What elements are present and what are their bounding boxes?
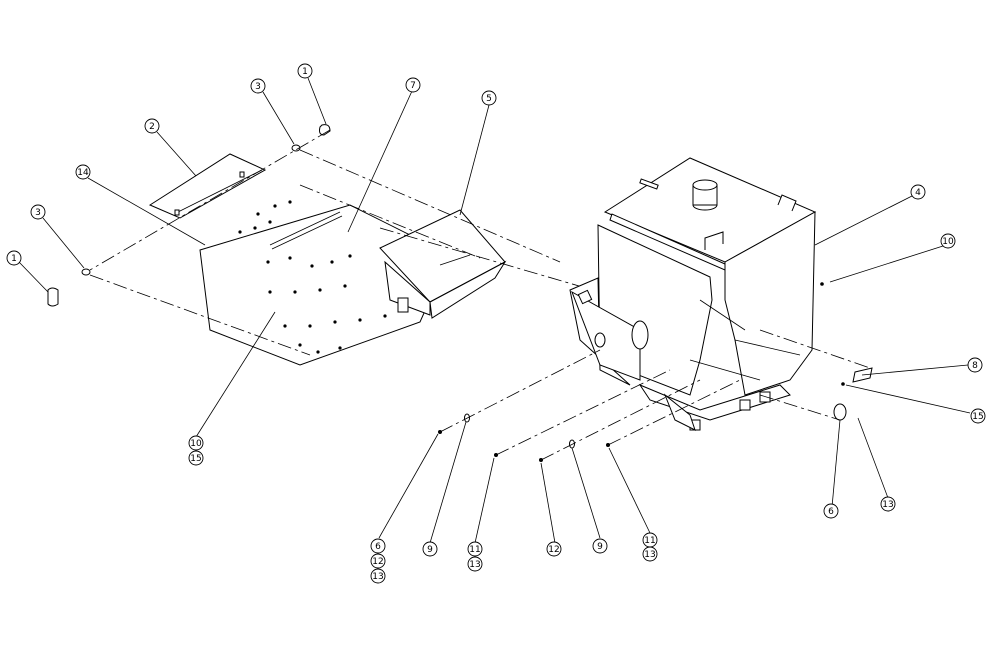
svg-text:13: 13 <box>644 550 655 560</box>
svg-text:13: 13 <box>882 500 893 510</box>
callout-6-right: 6 <box>823 503 839 519</box>
callout-6-bottom: 6 <box>370 538 386 554</box>
svg-text:11: 11 <box>469 545 480 555</box>
svg-text:13: 13 <box>469 560 480 570</box>
svg-text:14: 14 <box>77 168 89 178</box>
svg-text:10: 10 <box>942 237 954 247</box>
callout-10-left: 10 <box>188 435 204 451</box>
svg-text:15: 15 <box>190 454 201 464</box>
svg-text:6: 6 <box>828 507 834 517</box>
callout-12-left: 12 <box>370 553 386 569</box>
callout-4: 4 <box>910 184 926 200</box>
callout-12-right: 12 <box>546 541 562 557</box>
callout-5: 5 <box>481 90 497 106</box>
hinge-bracket-left <box>47 268 91 307</box>
svg-text:1: 1 <box>11 254 17 264</box>
hinge-bracket-right <box>291 124 331 152</box>
svg-text:12: 12 <box>372 557 383 567</box>
fasteners <box>438 349 741 462</box>
leader-lines <box>18 77 971 544</box>
tank-enclosure <box>569 157 817 431</box>
svg-text:9: 9 <box>427 545 433 555</box>
svg-text:1: 1 <box>302 67 308 77</box>
callout-9-right: 9 <box>592 538 608 554</box>
svg-text:11: 11 <box>644 536 655 546</box>
callout-13-a: 13 <box>370 568 386 584</box>
callout-11-right: 11 <box>642 532 658 548</box>
svg-text:7: 7 <box>410 81 416 91</box>
callout-13-d: 13 <box>880 496 896 512</box>
callout-14: 14 <box>75 164 91 180</box>
svg-text:12: 12 <box>548 545 559 555</box>
callout-13-c: 13 <box>642 546 658 562</box>
svg-text:9: 9 <box>597 542 603 552</box>
svg-text:2: 2 <box>149 122 155 132</box>
svg-text:15: 15 <box>972 412 983 422</box>
callout-10-right: 10 <box>940 233 956 249</box>
svg-text:6: 6 <box>375 542 381 552</box>
callout-3-top: 3 <box>250 78 266 94</box>
svg-text:3: 3 <box>35 208 41 218</box>
callout-11-left: 11 <box>467 541 483 557</box>
assembly-lines-left <box>89 129 611 356</box>
svg-text:4: 4 <box>915 188 921 198</box>
svg-text:10: 10 <box>190 439 202 449</box>
callout-13-b: 13 <box>467 556 483 572</box>
callout-7: 7 <box>405 77 421 93</box>
svg-text:8: 8 <box>972 361 978 371</box>
svg-text:5: 5 <box>486 94 492 104</box>
callout-1-top: 1 <box>297 63 313 79</box>
callout-15-left: 15 <box>188 450 204 466</box>
small-plate <box>148 153 267 219</box>
callout-8: 8 <box>967 357 983 373</box>
callout-15-right: 15 <box>970 408 986 424</box>
callout-1-left: 1 <box>6 250 22 266</box>
callout-9-left: 9 <box>422 541 438 557</box>
callout-3-left: 3 <box>30 204 46 220</box>
callout-2: 2 <box>144 118 160 134</box>
hinged-cover <box>379 209 507 319</box>
svg-text:3: 3 <box>255 82 261 92</box>
svg-text:13: 13 <box>372 572 383 582</box>
